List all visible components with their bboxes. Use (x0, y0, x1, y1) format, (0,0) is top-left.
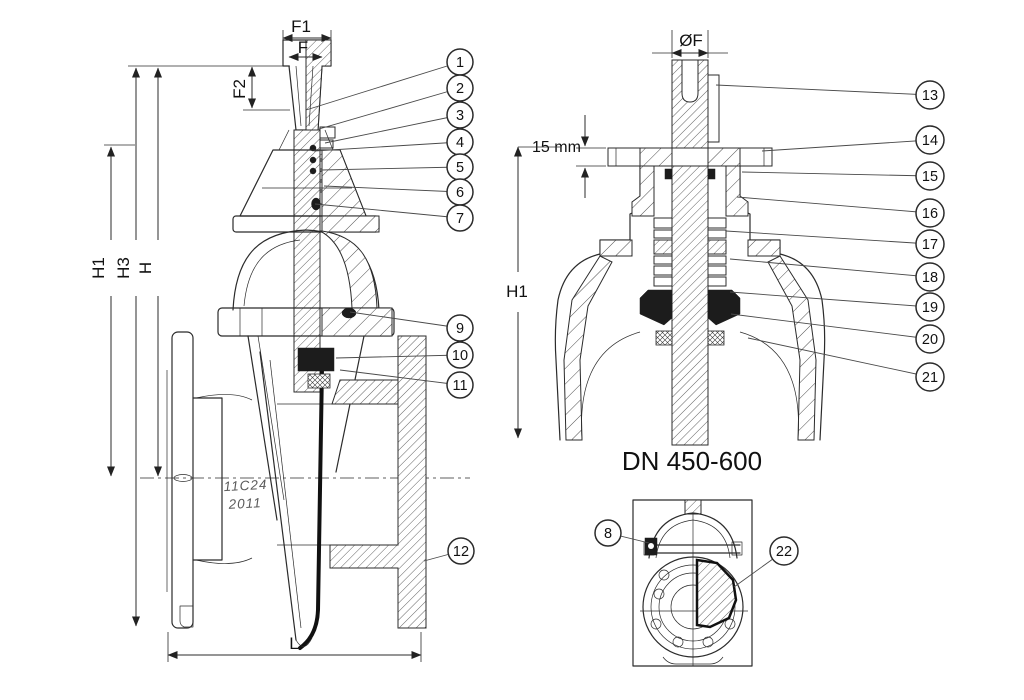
stem-packing (639, 217, 741, 346)
dimensions-left: H1 H3 H F1 F F2 L (89, 17, 422, 662)
svg-text:5: 5 (456, 160, 464, 176)
svg-text:4: 4 (456, 135, 464, 151)
svg-text:13: 13 (922, 88, 938, 104)
left-flange (166, 331, 253, 629)
wedge-section (695, 558, 738, 629)
svg-text:10: 10 (452, 348, 468, 364)
dim-h1-right: H1 (506, 282, 528, 301)
svg-text:16: 16 (922, 206, 938, 222)
callout-7: 7 (314, 203, 474, 232)
callout-11: 11 (339, 369, 474, 399)
callout-13: 13 (715, 80, 945, 110)
top-flange-plate (607, 147, 773, 180)
svg-text:3: 3 (456, 108, 464, 124)
callout-14: 14 (761, 125, 945, 155)
callout-19: 19 (729, 291, 945, 322)
callout-17: 17 (725, 229, 945, 259)
callout-3: 3 (324, 101, 474, 144)
svg-text:9: 9 (456, 321, 464, 337)
dimensions-right: ØF 15 mm H1 (506, 30, 728, 439)
dim-15mm: 15 mm (532, 139, 581, 156)
callout-16: 16 (736, 196, 945, 228)
svg-text:2: 2 (456, 81, 464, 97)
dim-h: H (136, 262, 155, 274)
stem-sleeve (707, 74, 720, 143)
callout-4: 4 (313, 128, 474, 156)
svg-text:6: 6 (456, 185, 464, 201)
view-caption-dn: DN 450-600 (622, 446, 762, 476)
right-section-view: ØF 15 mm H1 DN 450-600 (506, 30, 826, 476)
dim-of: ØF (679, 31, 703, 50)
svg-text:14: 14 (922, 133, 938, 149)
callout-6: 6 (323, 178, 474, 206)
dim-f: F (298, 38, 308, 57)
svg-text:7: 7 (456, 211, 464, 227)
svg-text:21: 21 (922, 370, 938, 386)
callout-20: 20 (730, 313, 945, 354)
callout-22: 22 (733, 536, 799, 588)
dim-h1: H1 (89, 257, 108, 279)
right-flange-section (277, 335, 427, 629)
svg-text:17: 17 (922, 237, 938, 253)
dim-f2: F2 (230, 79, 249, 99)
casting-mark-line2: 2011 (227, 495, 262, 512)
callout-18: 18 (729, 258, 945, 292)
svg-text:15: 15 (922, 169, 938, 185)
svg-text:19: 19 (922, 300, 938, 316)
dim-h3: H3 (114, 257, 133, 279)
callout-21: 21 (747, 337, 945, 392)
dim-l: L (289, 634, 298, 653)
casting-mark: 11C24 2011 (223, 477, 268, 512)
callout-9: 9 (349, 311, 474, 342)
svg-text:8: 8 (604, 526, 612, 542)
svg-text:20: 20 (922, 332, 938, 348)
callout-12: 12 (423, 537, 475, 565)
callout-5: 5 (321, 153, 474, 181)
dim-f1: F1 (291, 17, 311, 36)
callout-2: 2 (318, 74, 474, 130)
casting-mark-line1: 11C24 (223, 477, 268, 494)
left-section-view: 11C24 2011 H1 H3 H F1 (89, 17, 470, 662)
svg-text:12: 12 (453, 544, 469, 560)
callout-10: 10 (335, 341, 474, 369)
callouts: 1 2 3 4 5 6 7 9 10 11 12 13 14 15 16 17 … (305, 48, 945, 588)
callout-15: 15 (741, 161, 945, 191)
svg-text:11: 11 (452, 378, 467, 394)
wedge-gate (259, 347, 335, 650)
detail-front-view (632, 499, 753, 667)
svg-text:18: 18 (922, 270, 938, 286)
svg-text:1: 1 (456, 55, 464, 71)
callout-8: 8 (594, 519, 650, 547)
svg-text:22: 22 (776, 544, 792, 560)
